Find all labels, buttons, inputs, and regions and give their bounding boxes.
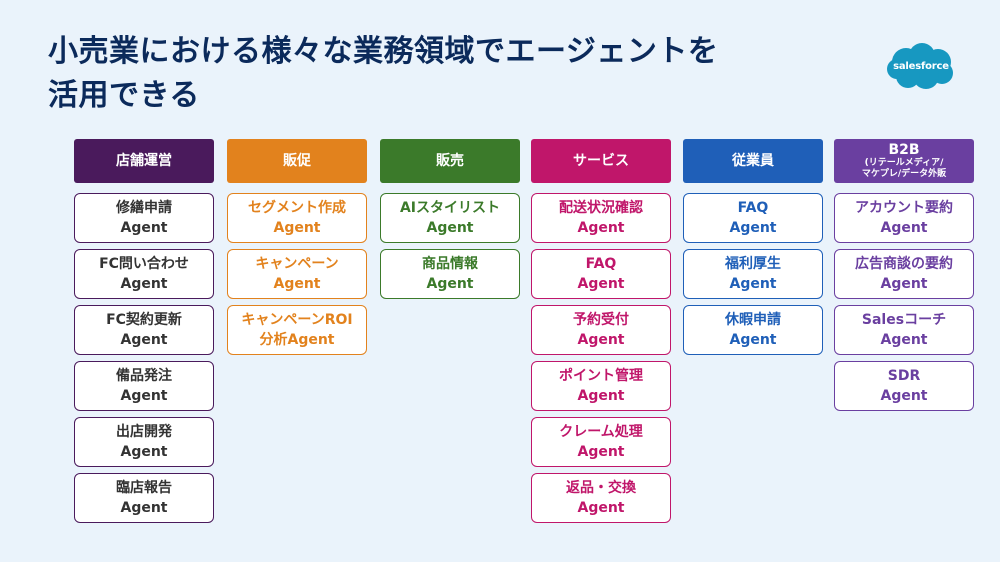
column-header: 店舗運営 [74, 139, 214, 183]
slide-title: 小売業における様々な業務領域でエージェントを 活用できる [48, 30, 868, 118]
column-header: B2B (リテールメディア/ マケプレ/データ外販 [834, 139, 974, 183]
column-header: 販売 [380, 139, 520, 183]
salesforce-logo: salesforce [884, 40, 958, 92]
slide-title-line1: 小売業における様々な業務領域でエージェントを [48, 34, 719, 69]
logo-text: salesforce [893, 60, 949, 72]
column-header: 販促 [227, 139, 367, 183]
slide-title-line2: 活用できる [48, 78, 200, 113]
column-header: 従業員 [683, 139, 823, 183]
column-header: サービス [531, 139, 671, 183]
column-header-sub: (リテールメディア/ マケプレ/データ外販 [861, 158, 947, 179]
cloud-icon [887, 43, 953, 89]
